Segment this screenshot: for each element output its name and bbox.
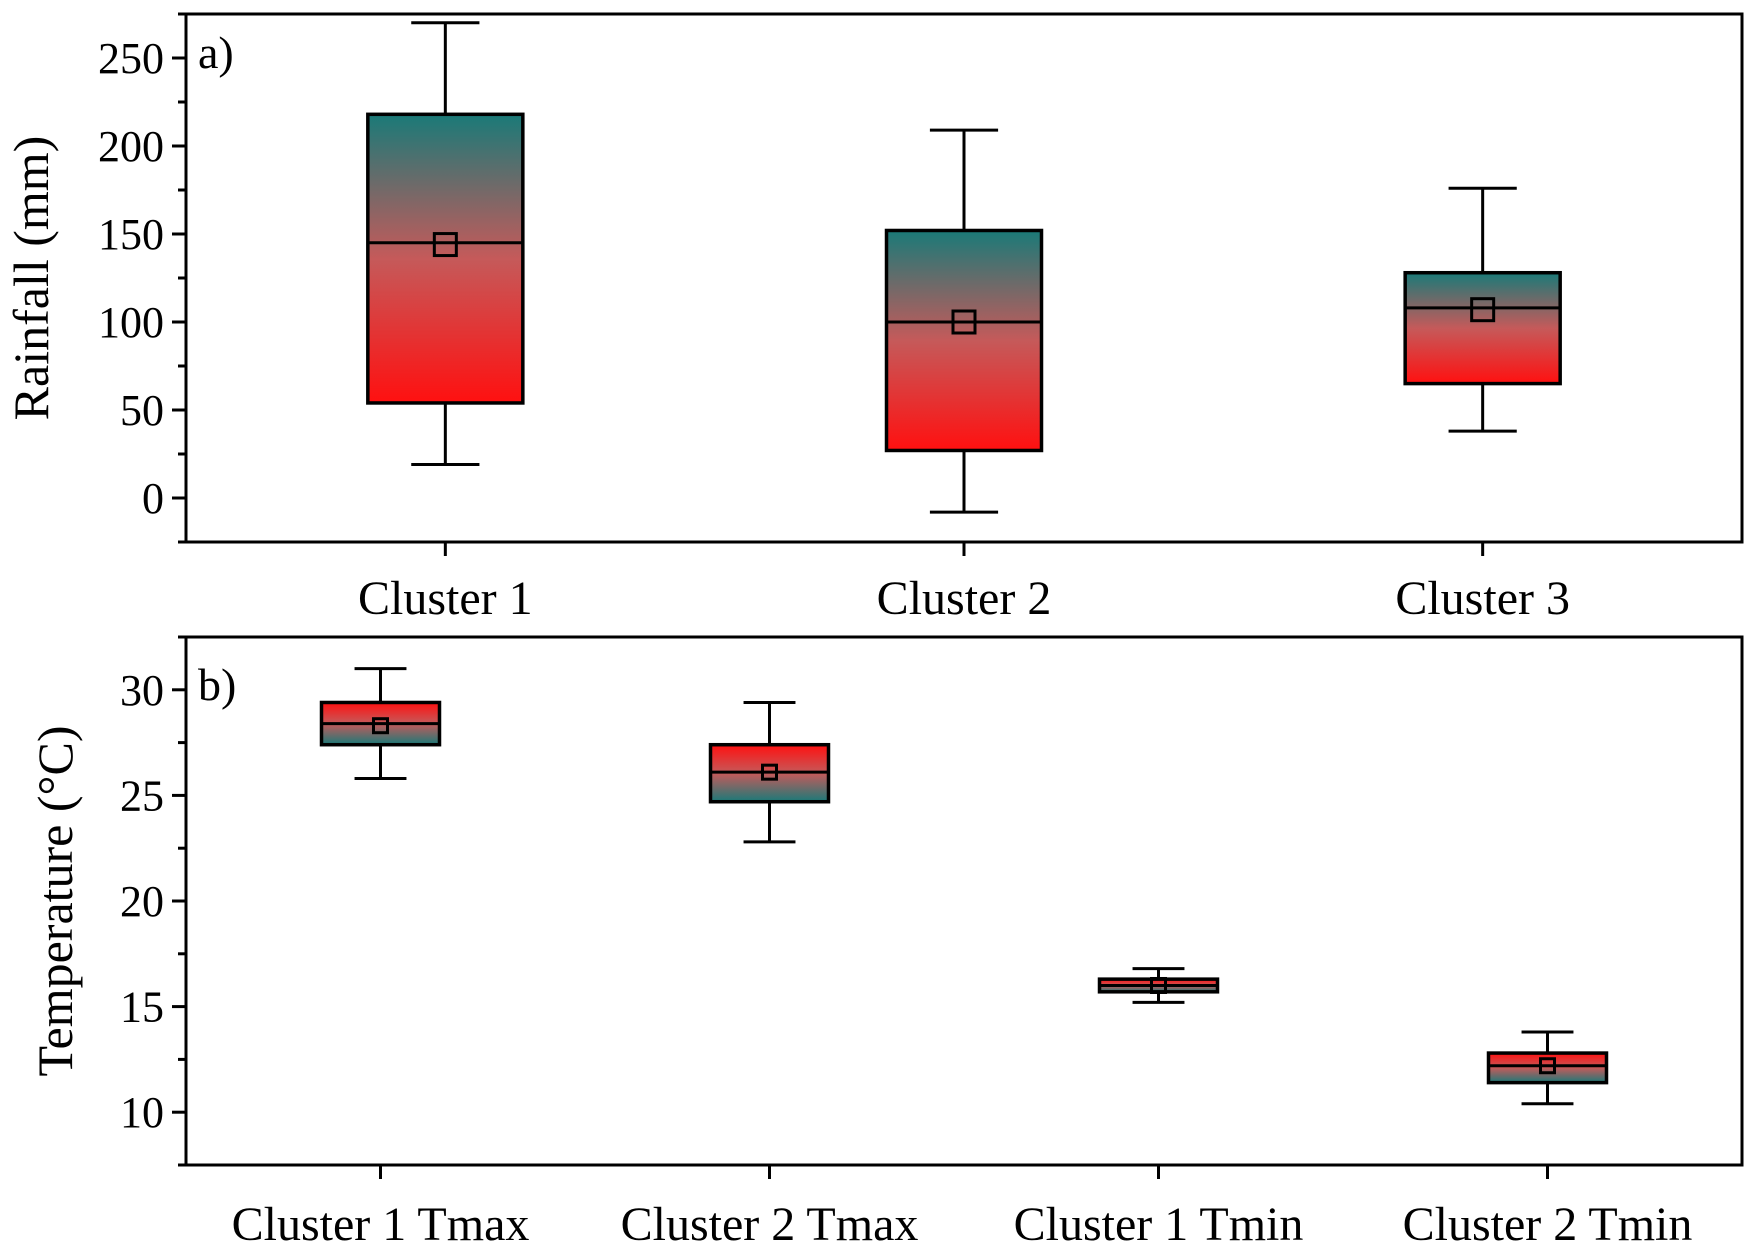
- y-tick-label: 0: [142, 474, 164, 523]
- y-tick-label: 15: [120, 983, 164, 1032]
- box-iqr: [366, 112, 525, 405]
- x-tick-label: Cluster 2 Tmax: [621, 1198, 919, 1251]
- mean-marker: [951, 309, 977, 335]
- mean-marker: [1150, 976, 1167, 994]
- box-iqr: [884, 228, 1044, 453]
- y-tick-label: 20: [120, 877, 164, 926]
- x-tick-label: Cluster 1: [358, 572, 533, 625]
- x-tick-label: Cluster 2 Tmin: [1403, 1198, 1693, 1251]
- y-axis-title: Rainfall (mm): [3, 136, 59, 421]
- panel-label: b): [198, 659, 236, 710]
- y-tick-label: 100: [98, 298, 164, 347]
- y-tick-label: 10: [120, 1088, 164, 1137]
- x-tick-label: Cluster 1 Tmin: [1014, 1198, 1304, 1251]
- mean-marker: [432, 232, 458, 258]
- y-tick-label: 250: [98, 34, 164, 83]
- x-tick-label: Cluster 2: [877, 572, 1052, 625]
- box-iqr: [1403, 270, 1562, 386]
- y-tick-label: 30: [120, 666, 164, 715]
- mean-marker: [1470, 297, 1496, 323]
- x-tick-label: Cluster 1 Tmax: [232, 1198, 530, 1251]
- x-tick-label: Cluster 3: [1395, 572, 1570, 625]
- mean-marker: [372, 717, 389, 735]
- mean-marker: [761, 763, 778, 781]
- y-tick-label: 25: [120, 771, 164, 820]
- y-tick-label: 200: [98, 122, 164, 171]
- y-tick-label: 150: [98, 210, 164, 259]
- box-iqr: [1486, 1051, 1609, 1085]
- mean-marker: [1539, 1057, 1556, 1075]
- panel-label: a): [198, 27, 234, 78]
- y-tick-label: 50: [120, 386, 164, 435]
- y-axis-title: Temperature (°C): [27, 725, 83, 1076]
